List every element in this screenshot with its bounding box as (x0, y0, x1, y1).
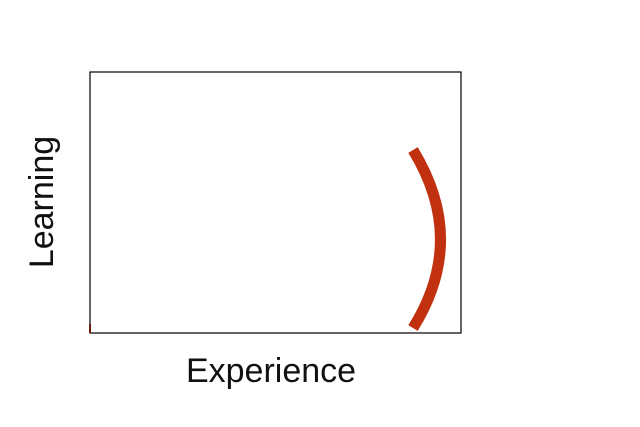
y-axis-label: Learning (23, 135, 61, 269)
learning-curve-arc (408, 147, 446, 331)
x-axis-label: Experience (185, 352, 357, 390)
plot-frame (89, 71, 462, 334)
